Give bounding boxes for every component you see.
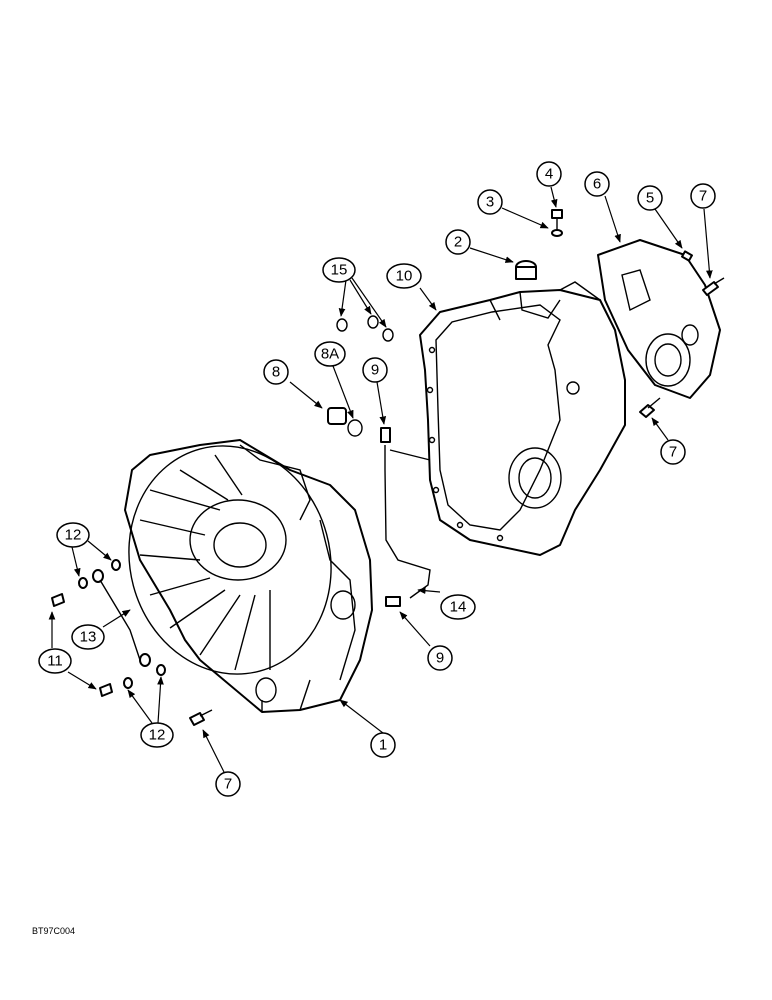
callout-9-top: 9 <box>362 357 388 383</box>
transmission-case <box>419 281 626 556</box>
callout-5: 5 <box>637 185 663 211</box>
callout-7-top-label: 7 <box>699 188 707 205</box>
callout-7-top: 7 <box>690 183 716 209</box>
rear-cover <box>597 239 721 399</box>
front-housing <box>124 439 373 713</box>
leader-lines <box>48 186 713 773</box>
callout-12-top-label: 12 <box>65 527 82 544</box>
callout-7-right-label: 7 <box>669 444 677 461</box>
callout-8a: 8A <box>314 341 346 367</box>
callout-15: 15 <box>322 257 356 283</box>
callout-11-label: 11 <box>47 653 63 670</box>
callout-7-bottom: 7 <box>215 771 241 797</box>
callout-3: 3 <box>477 189 503 215</box>
callout-8-label: 8 <box>272 364 280 381</box>
callout-9-bottom-label: 9 <box>436 650 444 667</box>
callout-10-label: 10 <box>396 268 413 285</box>
callout-2: 2 <box>445 229 471 255</box>
callout-6: 6 <box>584 171 610 197</box>
callout-3-label: 3 <box>486 194 494 211</box>
callout-9-bottom: 9 <box>427 645 453 671</box>
callout-13-label: 13 <box>80 629 97 646</box>
callout-13: 13 <box>71 624 105 650</box>
callout-12-bottom: 12 <box>140 722 174 748</box>
callout-15-label: 15 <box>331 262 348 279</box>
callout-8: 8 <box>263 359 289 385</box>
small-parts <box>51 209 725 726</box>
callout-4: 4 <box>536 161 562 187</box>
callout-9-top-label: 9 <box>371 362 379 379</box>
callout-1-label: 1 <box>379 737 387 754</box>
figure-code: BT97C004 <box>32 926 75 936</box>
callout-11: 11 <box>38 648 72 674</box>
callout-10: 10 <box>386 263 422 289</box>
callout-6-label: 6 <box>593 176 601 193</box>
callout-14-label: 14 <box>450 599 467 616</box>
callout-1: 1 <box>370 732 396 758</box>
callout-7-right: 7 <box>660 439 686 465</box>
callout-7-bottom-label: 7 <box>224 776 232 793</box>
callout-8a-label: 8A <box>321 346 339 363</box>
callout-5-label: 5 <box>646 190 654 207</box>
callout-2-label: 2 <box>454 234 462 251</box>
callout-12-top: 12 <box>56 522 90 548</box>
callout-12-bottom-label: 12 <box>149 727 166 744</box>
callout-4-label: 4 <box>545 166 553 183</box>
callout-14: 14 <box>440 594 476 620</box>
